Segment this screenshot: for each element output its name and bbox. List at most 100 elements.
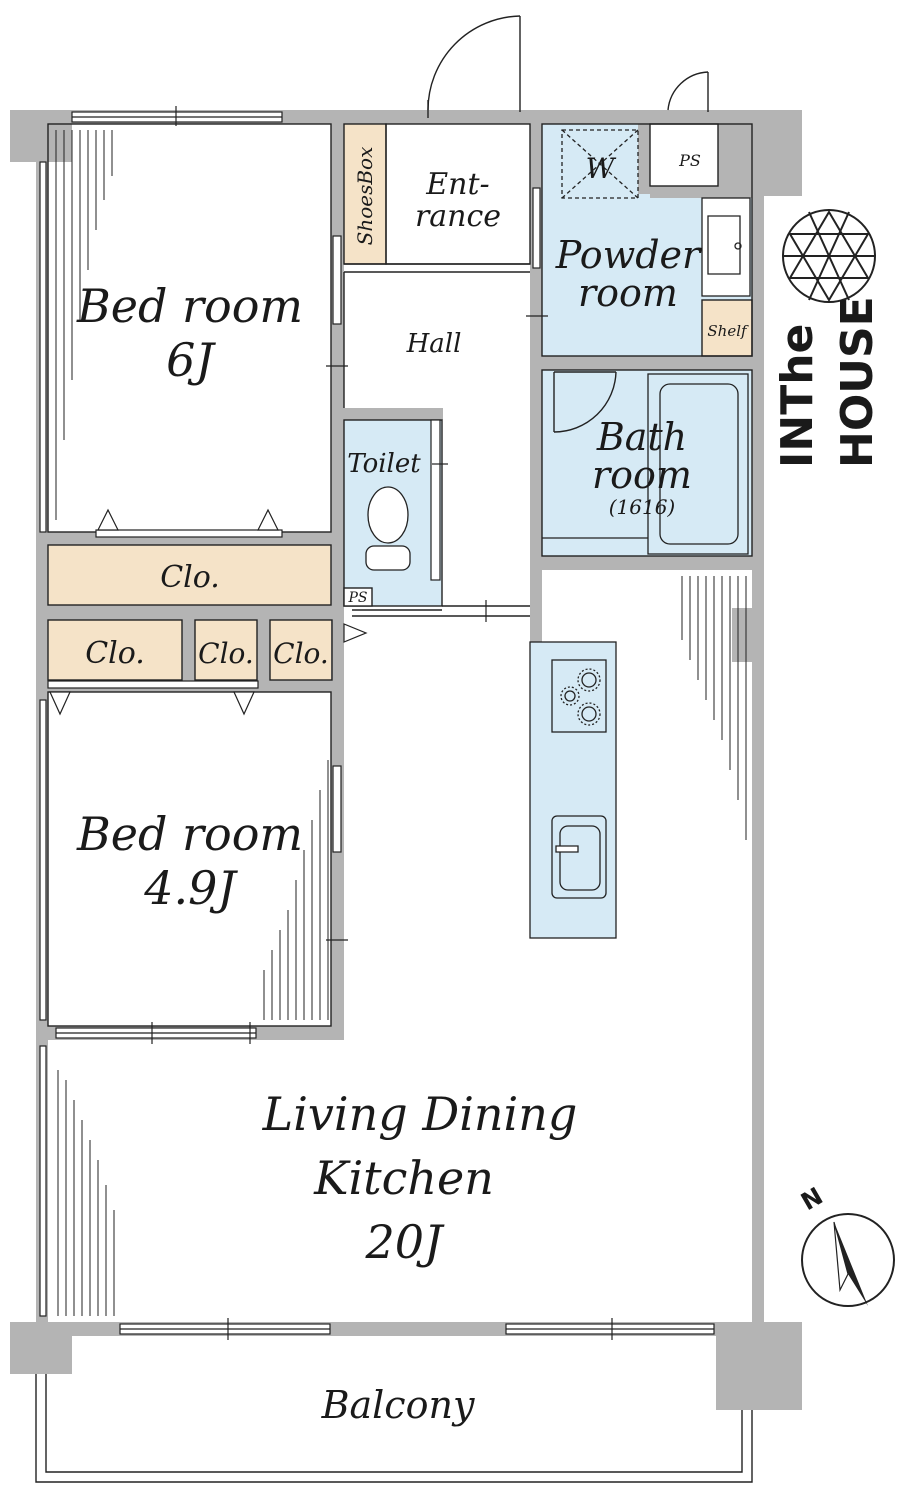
bedroom-6-name: Bed room (76, 279, 303, 333)
toilet-outline (343, 419, 443, 607)
closet-door-triangle (97, 508, 119, 531)
ldk-label-2: Kitchen (313, 1151, 494, 1205)
entrance-label-2: rance (415, 199, 501, 234)
entrance-label-1: Ent- (425, 167, 489, 202)
toilet-label: Toilet (347, 449, 421, 479)
closet-door-track-2 (47, 680, 259, 689)
closet-doors (47, 508, 368, 716)
closet-b-fill (195, 620, 257, 680)
sliding-door-bedroom6 (332, 235, 342, 325)
bedroom-6-floor (48, 124, 331, 532)
compass-needle-light (833, 1221, 849, 1293)
washer-pan-diag (561, 129, 639, 199)
closet-a-outline (47, 619, 183, 681)
bath-room-fill (542, 370, 752, 556)
doors (427, 15, 709, 433)
shoes-box-fill (344, 124, 386, 264)
closet-main-outline (47, 544, 332, 606)
bath-room-size: (1616) (609, 495, 676, 519)
stove (551, 659, 607, 733)
brand-logo: INThe HOUSE (772, 209, 883, 468)
wall-bath-south (542, 556, 752, 570)
wall-right (752, 190, 764, 1340)
closet-door-track (95, 529, 283, 538)
shelf-fill (702, 300, 752, 356)
window-bedroom6-side (39, 161, 47, 533)
powder-room-label-1: Powder (555, 233, 703, 277)
sink-faucet (555, 845, 579, 853)
sliding-door-toilet (430, 419, 441, 581)
closet-door-triangle (343, 623, 368, 643)
closet-main-fill (48, 545, 331, 605)
kitchen-counter-fill (530, 642, 616, 938)
brand-emblem-triangle-up (788, 210, 870, 279)
closet-b-label: Clo. (198, 637, 254, 670)
powder-room-outline (541, 123, 753, 357)
fixtures (365, 129, 751, 939)
powder-room-label-2: room (578, 271, 678, 315)
wall-powder-south (530, 356, 764, 370)
closet-a-fill (48, 620, 182, 680)
wall-closet-div-2 (257, 620, 270, 682)
bedroom-49-size: 4.9J (143, 861, 238, 915)
wall-ps-south (650, 186, 752, 198)
curtain-lines (55, 130, 747, 1316)
bedroom-6-size: 6J (166, 333, 216, 387)
ps-small-outline (343, 587, 373, 607)
ps-small-label: PS (347, 590, 367, 606)
sliding-doors (326, 187, 548, 941)
burner-ring (577, 668, 601, 692)
sliding-door-powder (532, 187, 541, 269)
room-labels: Bed room 6J ShoesBox Ent- rance W Powder… (76, 147, 749, 1427)
ldk-label-1: Living Dining (262, 1087, 578, 1141)
bath-room-outline (541, 369, 753, 557)
bedroom-49-outline (47, 691, 332, 1027)
brand-text-line1: INThe (772, 324, 823, 468)
compass-north-label: N (796, 1182, 827, 1216)
washer-pan (561, 129, 639, 199)
bath-door-swing (553, 371, 617, 433)
wall-right-pier (732, 608, 752, 662)
kitchen-sink (551, 815, 607, 899)
room-fills (48, 124, 752, 938)
bathtub-inner (659, 383, 739, 545)
sliding-door-bedroom49 (332, 765, 342, 853)
balcony-rail-inner (45, 1374, 743, 1473)
closet-c-fill (270, 620, 332, 680)
closet-door-triangle (233, 691, 255, 716)
vanity-faucet (734, 242, 742, 250)
wall-closet-south (48, 605, 344, 620)
brand-text-line2: HOUSE (832, 296, 883, 468)
closet-c-label: Clo. (273, 637, 329, 670)
bath-room-label-1: Bath (596, 415, 687, 459)
wall-toilet-north (331, 408, 443, 420)
shelf-outline (701, 299, 753, 357)
burner (564, 690, 576, 702)
ps-top-label: PS (678, 151, 701, 170)
brand-emblem-triangle-down (788, 233, 870, 302)
toilet-bowl (367, 486, 409, 544)
wall-corner-bottom-right (716, 1322, 802, 1410)
ldk-size: 20J (365, 1215, 446, 1269)
bathtub (647, 373, 749, 555)
toilet-tank (365, 545, 411, 571)
closet-b-outline (194, 619, 258, 681)
wall-corner-top-right (718, 110, 802, 196)
burner-ring (560, 686, 580, 706)
closet-door-triangle (49, 691, 71, 716)
bath-room-label-2: room (592, 453, 692, 497)
closet-main-label: Clo. (160, 560, 220, 595)
closet-door-triangle (257, 508, 279, 531)
brand-emblem (782, 209, 876, 303)
wall-toilet-west (331, 408, 344, 684)
windows (39, 106, 715, 1340)
wall-ps-west (638, 124, 650, 194)
hall-label: Hall (406, 329, 462, 359)
vanity-basin (707, 215, 741, 275)
kitchen-sink-basin (559, 825, 601, 891)
washer-label: W (586, 152, 617, 185)
ps-top-outline (649, 123, 719, 187)
balcony-label: Balcony (321, 1383, 475, 1427)
